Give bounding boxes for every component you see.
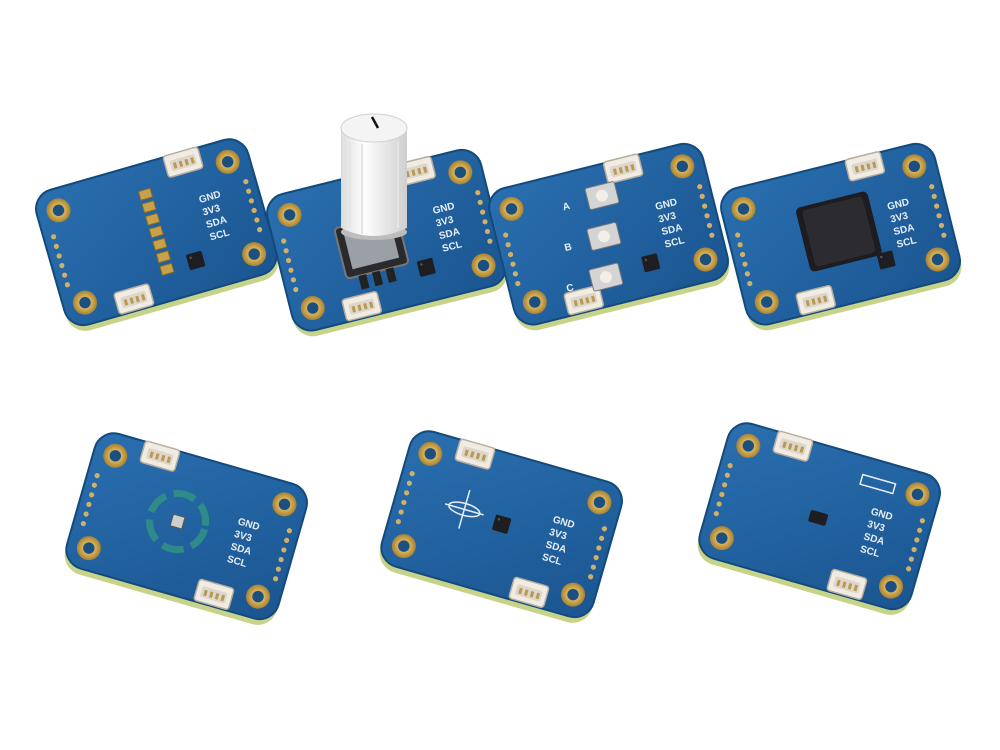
pin-label-gnd: GND	[886, 197, 910, 213]
pin-label-sda: SDA	[438, 226, 461, 242]
button-label-b: B	[563, 242, 573, 254]
pin-label-sda: SDA	[892, 222, 915, 238]
pin-label-scl: SCL	[896, 235, 918, 251]
pin-label-scl: SCL	[664, 235, 686, 251]
push-buttons	[584, 181, 624, 292]
pin-label-sda: SDA	[660, 222, 683, 238]
pin-label-scl: SCL	[441, 239, 463, 255]
pin-label-gnd: GND	[432, 201, 456, 217]
pin-label-gnd: GND	[654, 197, 678, 213]
button-label-c: C	[565, 282, 575, 294]
pin-label-3v3: 3V3	[201, 203, 222, 219]
buzzer-component	[796, 191, 882, 272]
buzzer-module: GND 3V3 SDA SCL	[715, 138, 967, 336]
movement-module: GND 3V3 SDA SCL	[373, 425, 628, 629]
distance-module: GND 3V3 SDA SCL	[691, 417, 946, 621]
pin-label-3v3: 3V3	[657, 210, 677, 225]
pin-label-scl: SCL	[209, 227, 231, 243]
led-strip	[137, 187, 175, 276]
ruler-icon	[859, 473, 897, 495]
pin-label-3v3: 3V3	[548, 527, 569, 543]
pin-label-3v3: 3V3	[889, 210, 909, 225]
pin-label-scl: SCL	[541, 552, 563, 568]
pin-label-3v3: 3V3	[866, 519, 887, 535]
pixels-module: GND 3V3 SDA SCL	[30, 133, 285, 337]
axis-diagram	[444, 489, 484, 529]
pin-label-3v3: 3V3	[435, 214, 455, 229]
tof-sensor	[808, 510, 828, 526]
thermo-module: GND 3V3 SDA SCL	[58, 427, 313, 631]
button-label-a: A	[562, 201, 572, 213]
pin-label-scl: SCL	[226, 554, 248, 570]
knob-cap	[340, 113, 408, 240]
pin-label-scl: SCL	[859, 544, 881, 560]
buttons-module: A B C GND 3V3 SDA SCL	[483, 138, 735, 336]
pin-label-3v3: 3V3	[233, 529, 254, 545]
